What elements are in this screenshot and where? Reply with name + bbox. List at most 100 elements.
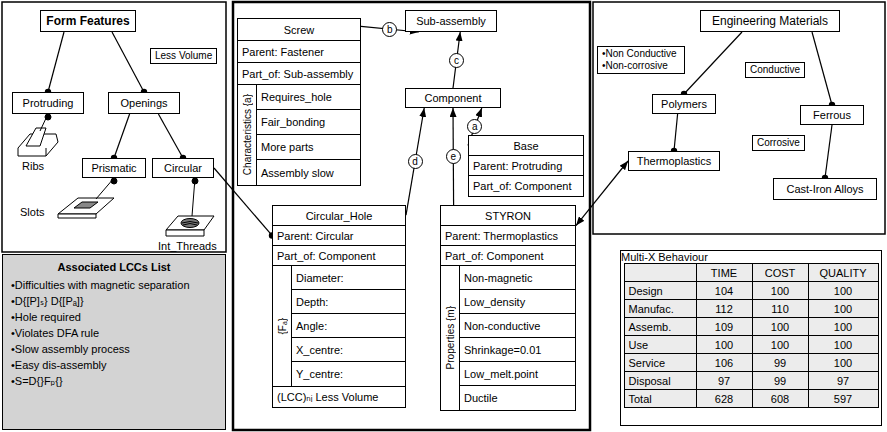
node-text: Prismatic	[91, 162, 136, 174]
slot-row: Low_melt.point	[460, 362, 575, 386]
connector	[112, 32, 144, 92]
node-text: Parent: Thermoplastics	[445, 230, 558, 242]
slot-row: More parts	[257, 135, 360, 160]
frame-row: STYRON	[441, 206, 575, 226]
center-panel	[233, 2, 590, 430]
node-text: Screw	[284, 24, 315, 36]
table-cell: Use	[625, 336, 697, 354]
node-text: Y_centre:	[296, 368, 343, 380]
frame-row: Parent: Circular	[273, 226, 405, 246]
node-text: Design	[629, 285, 663, 297]
node-text: Openings	[120, 97, 167, 109]
table-cell: 100	[753, 282, 809, 300]
callout-letter: b	[382, 22, 397, 37]
node-text: Part_of: Component	[277, 250, 375, 262]
list-item: •Slow assembly process	[11, 341, 217, 357]
node-text: X_centre:	[296, 344, 343, 356]
node-text: Circular_Hole	[306, 210, 373, 222]
ribs-icon	[18, 128, 58, 156]
table-cell: 100	[809, 354, 879, 372]
node-text: Polymers	[661, 98, 707, 110]
frame-row: Parent: Protruding	[469, 156, 583, 176]
frame-row: Part_of: Component	[469, 176, 583, 196]
part-label: Int_Threads	[158, 240, 217, 252]
node-text: (LCC)ₙᵢ Less Volume	[277, 391, 378, 404]
table-cell: Design	[625, 282, 697, 300]
frame-box: Circular_HoleParent: CircularPart_of: Co…	[272, 205, 406, 408]
node-text: 106	[715, 357, 733, 369]
node-text: 100	[834, 339, 852, 351]
frame-row: Base	[469, 136, 583, 156]
table-cell: 608	[753, 390, 809, 408]
class-box: Ferrous	[800, 105, 864, 125]
node-text: Fair_bonding	[261, 116, 325, 128]
slots-icon	[58, 198, 114, 218]
node-text: •D{[P]ₛ} D{[Pₐ]}	[11, 295, 84, 307]
table-cell: 104	[697, 282, 753, 300]
node-text: Multi-X Behaviour	[621, 251, 708, 263]
slot-column: Requires_holeFair_bondingMore partsAssem…	[257, 85, 360, 185]
slot-group: Properties {m}	[441, 266, 460, 410]
node-text: 99	[774, 375, 786, 387]
table-cell: 100	[809, 318, 879, 336]
connector	[825, 125, 832, 178]
table-cell: 97	[697, 372, 753, 390]
callout-letter: d	[408, 154, 423, 169]
node-text: 608	[771, 393, 789, 405]
table-cell: 110	[753, 300, 809, 318]
node-text: 100	[771, 339, 789, 351]
slot-row: Fair_bonding	[257, 110, 360, 135]
node-text: Shrinkage=0.01	[464, 344, 541, 356]
table-cell: 100	[809, 282, 879, 300]
node-text: Part_of: Component	[445, 250, 543, 262]
node-text: 112	[715, 303, 733, 315]
node-text: Form Features	[46, 14, 129, 28]
node-text: 597	[834, 393, 852, 405]
node-text: 104	[715, 285, 733, 297]
slot-group: Characteristics {a}	[238, 85, 257, 185]
class-box: Thermoplastics	[628, 151, 720, 171]
form-panel	[2, 2, 226, 252]
table-cell: 628	[697, 390, 753, 408]
table-cell: 97	[809, 372, 879, 390]
table-cell: 109	[697, 318, 753, 336]
table-cell: Assemb.	[625, 318, 697, 336]
node-text: Manufac.	[629, 303, 674, 315]
slot-row: Non-conductive	[460, 314, 575, 338]
node-text: Ferrous	[813, 109, 851, 121]
slot-block: Characteristics {a}Requires_holeFair_bon…	[238, 85, 360, 185]
table-title: Multi-X Behaviour	[621, 251, 881, 263]
node-text: 100	[834, 285, 852, 297]
frame-row: Screw	[238, 19, 360, 41]
edge-label: Corrosive	[752, 135, 805, 151]
node-text: Sub-assembly	[416, 15, 486, 27]
slot-row: X_centre:	[292, 338, 405, 362]
node-text: •Hole required	[11, 311, 81, 323]
connector	[674, 114, 678, 151]
part-label: Ribs	[22, 160, 44, 172]
table-cell: 100	[809, 336, 879, 354]
connector	[114, 114, 130, 158]
node-text: Diameter:	[296, 272, 344, 284]
slot-block: {Fₐ}Diameter:Depth:Angle:X_centre:Y_cent…	[273, 266, 405, 387]
node-text: 97	[837, 375, 849, 387]
frame-row: Part_of: Component	[441, 246, 575, 266]
table-cell: 100	[809, 300, 879, 318]
materials-panel	[593, 2, 885, 234]
class-box: Circular	[152, 158, 214, 178]
table-cell: Total	[625, 390, 697, 408]
table-cell: 100	[697, 336, 753, 354]
slot-row: Shrinkage=0.01	[460, 338, 575, 362]
part-label: Slots	[20, 206, 44, 218]
slot-row: Ductile	[460, 386, 575, 410]
list-item: •S=D{}Fₚ{}	[11, 373, 217, 389]
table-cell: QUALITY	[809, 264, 879, 282]
frame-footer: (LCC)ₙᵢ Less Volume	[273, 387, 405, 407]
connector	[406, 108, 424, 215]
table-cell: 100	[753, 336, 809, 354]
node-text: TIME	[711, 267, 737, 279]
slot-row: Assembly slow	[257, 160, 360, 185]
node-text: 100	[834, 321, 852, 333]
node-text: Total	[629, 393, 652, 405]
list-item: •Violates DFA rule	[11, 325, 217, 341]
